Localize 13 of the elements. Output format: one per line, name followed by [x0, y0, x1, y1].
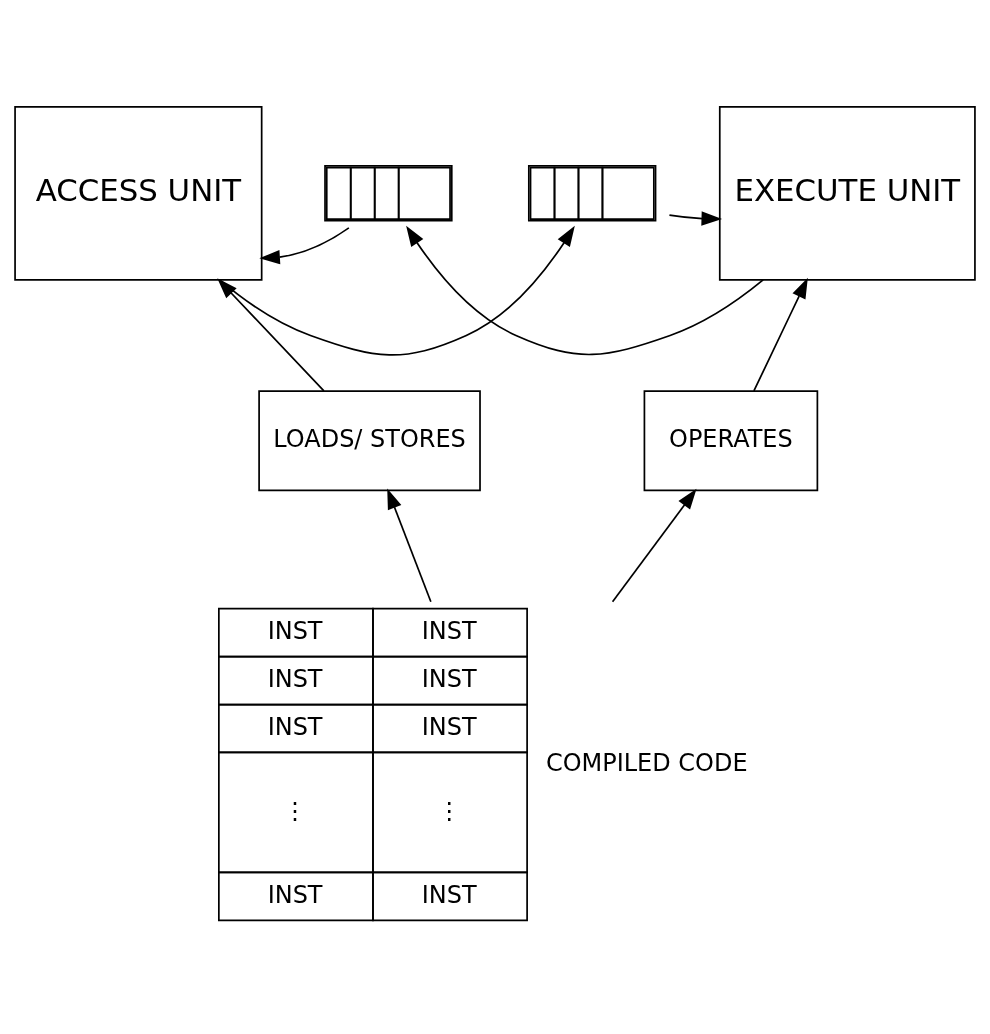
arrow: [218, 225, 575, 356]
arrow: [217, 278, 325, 392]
arrow: [387, 488, 432, 603]
arrow: [259, 227, 350, 265]
node-label: COMPILED CODE: [545, 748, 748, 777]
node-box: OPERATES: [643, 390, 819, 492]
arrow: [406, 225, 764, 356]
node-box: EXECUTE UNIT: [718, 106, 976, 281]
node-box: LOADS/ STORES: [258, 390, 481, 492]
arrow: [668, 211, 723, 226]
arrow: [753, 277, 808, 392]
node-box: ACCESS UNIT: [14, 106, 263, 281]
arrow: [611, 488, 697, 603]
